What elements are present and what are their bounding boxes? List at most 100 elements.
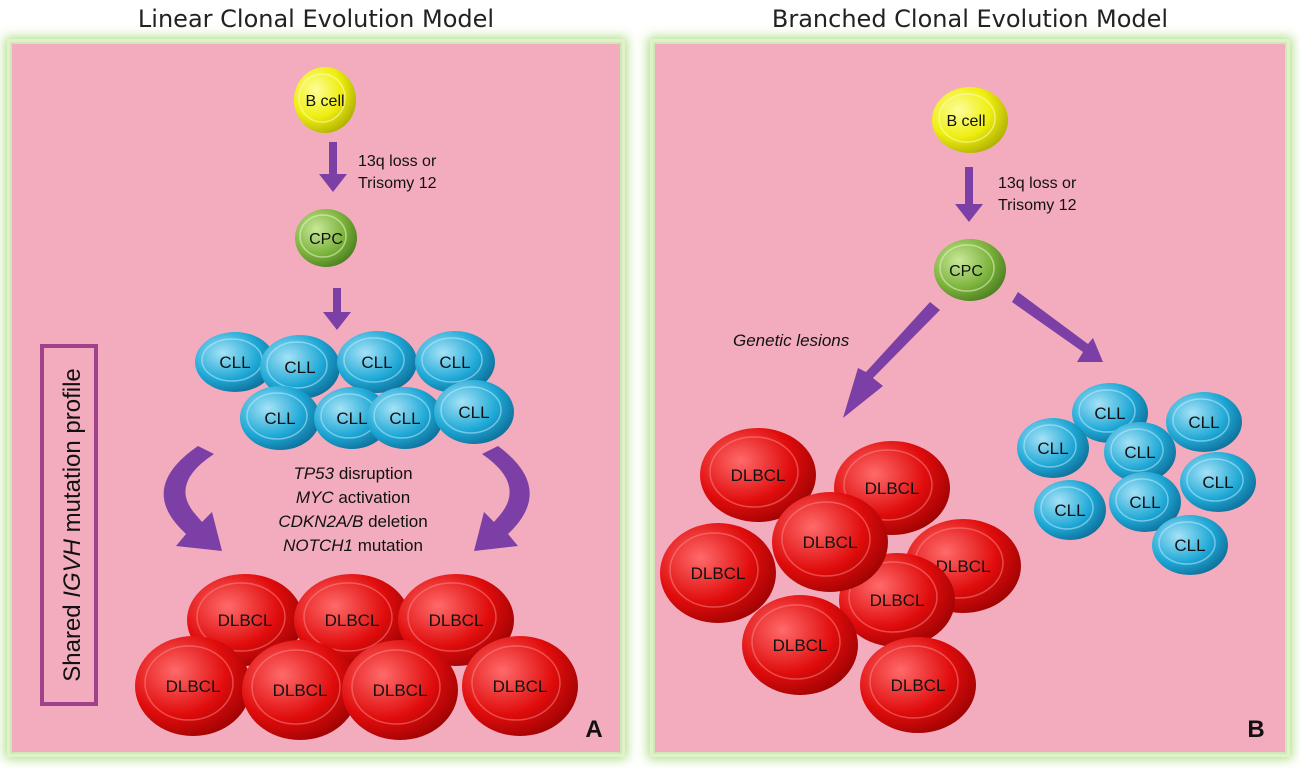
genetic-lesions-label: Genetic lesions — [733, 331, 850, 350]
step1-line2: Trisomy 12 — [998, 197, 1077, 214]
cll-cell: CLL — [1180, 452, 1256, 512]
dlbcl-cell: DLBCL — [772, 492, 888, 592]
cll-label: CLL — [361, 353, 392, 372]
cll-cell: CLL — [434, 380, 514, 444]
dlbcl-label: DLBCL — [691, 564, 746, 583]
panel-a-labels: 13q loss or Trisomy 12 TP53 disruption M… — [40, 153, 603, 743]
cll-label: CLL — [1124, 443, 1155, 462]
cll-cell: CLL — [260, 335, 340, 399]
cpc-label: CPC — [309, 231, 343, 248]
cll-cell: CLL — [1152, 515, 1228, 575]
svg-text:NOTCH1 mutation: NOTCH1 mutation — [283, 536, 423, 555]
dlbcl-label: DLBCL — [218, 611, 273, 630]
dlbcl-label: DLBCL — [870, 591, 925, 610]
dlbcl-cell: DLBCL — [398, 574, 514, 666]
dlbcl-label: DLBCL — [773, 636, 828, 655]
dlbcl-label: DLBCL — [803, 533, 858, 552]
cll-cell: CLL — [1017, 418, 1089, 478]
svg-text:MYC activation: MYC activation — [296, 488, 410, 507]
cll-cell: CLL — [415, 331, 495, 393]
cll-cell: CLL — [1104, 422, 1176, 482]
lesion-gene: NOTCH1 — [283, 536, 353, 555]
dlbcl-cell: DLBCL — [342, 640, 458, 740]
panel-letter-a: A — [585, 716, 602, 743]
panel-b-arrows — [843, 167, 1103, 418]
panel-a-title: Linear Clonal Evolution Model — [137, 5, 495, 33]
lesion-gene: TP53 — [293, 464, 334, 483]
curved-arrow-right — [474, 446, 530, 551]
arrow-cpc-to-cll — [1012, 292, 1103, 362]
dlbcl-cell: DLBCL — [242, 640, 358, 740]
panel-a-arrows — [163, 142, 530, 551]
panel-b-cells: B cell CPC DLBCL DLBCL DLBCL DLBCL DLBCL… — [660, 87, 1256, 733]
lesion-gene: MYC — [296, 488, 335, 507]
arrow-bcell-to-cpc — [319, 142, 347, 192]
dlbcl-label: DLBCL — [731, 466, 786, 485]
dlbcl-cell: DLBCL — [700, 428, 816, 522]
panel-b-labels: 13q loss or Trisomy 12 Genetic lesions B — [733, 175, 1265, 743]
cll-cell: CLL — [1109, 472, 1181, 532]
arrow-cpc-to-cll — [323, 288, 351, 330]
dlbcl-label: DLBCL — [325, 611, 380, 630]
cll-cell: CLL — [314, 387, 390, 449]
cll-label: CLL — [284, 358, 315, 377]
b-cell: B cell — [932, 87, 1008, 153]
cpc-cell: CPC — [295, 209, 357, 267]
shared-mutation-box — [40, 344, 98, 706]
cpc-label: CPC — [949, 263, 983, 280]
cll-label: CLL — [1174, 536, 1205, 555]
cll-label: CLL — [1037, 439, 1068, 458]
dlbcl-label: DLBCL — [891, 676, 946, 695]
cll-label: CLL — [336, 409, 367, 428]
dlbcl-label: DLBCL — [373, 681, 428, 700]
shared-mutation-label: Shared IGVH mutation profile — [59, 368, 86, 682]
dlbcl-label: DLBCL — [865, 479, 920, 498]
lesion-text: disruption — [334, 464, 412, 483]
dlbcl-label: DLBCL — [429, 611, 484, 630]
lesion-text: activation — [334, 488, 411, 507]
cll-label: CLL — [1054, 501, 1085, 520]
lesion-gene: CDKN2A/B — [278, 512, 363, 531]
cll-cell: CLL — [1166, 392, 1242, 452]
cll-label: CLL — [219, 353, 250, 372]
cll-cell: CLL — [240, 386, 320, 450]
lesion-text: deletion — [363, 512, 427, 531]
dlbcl-cell: DLBCL — [742, 595, 858, 695]
cll-cell: CLL — [1034, 480, 1106, 540]
dlbcl-label: DLBCL — [166, 677, 221, 696]
step1-line1: 13q loss or — [998, 175, 1077, 192]
arrow-bcell-to-cpc — [955, 167, 983, 222]
lesion-list: TP53 disruption MYC activation CDKN2A/B … — [278, 464, 427, 555]
svg-text:CDKN2A/B deletion: CDKN2A/B deletion — [278, 512, 427, 531]
b-cell: B cell — [294, 67, 356, 133]
cll-label: CLL — [1094, 404, 1125, 423]
dlbcl-label: DLBCL — [273, 681, 328, 700]
svg-text:TP53 disruption: TP53 disruption — [293, 464, 412, 483]
arrow-cpc-to-dlbcl — [843, 302, 940, 418]
b-cell-label: B cell — [946, 113, 985, 130]
cpc-cell: CPC — [934, 239, 1006, 301]
cll-label: CLL — [439, 353, 470, 372]
cll-label: CLL — [1188, 413, 1219, 432]
lesion-text: mutation — [353, 536, 423, 555]
step1-line1: 13q loss or — [358, 153, 437, 170]
curved-arrow-left — [163, 446, 222, 551]
dlbcl-cell: DLBCL — [660, 523, 776, 623]
cll-cell: CLL — [367, 387, 443, 449]
cll-label: CLL — [1202, 473, 1233, 492]
dlbcl-label: DLBCL — [936, 557, 991, 576]
dlbcl-label: DLBCL — [493, 677, 548, 696]
panel-a-cells: B cell CPC CLL CLL CLL CLL CLL CLL CLL C… — [135, 67, 578, 740]
cll-cell: CLL — [337, 331, 417, 393]
dlbcl-cell: DLBCL — [462, 636, 578, 736]
dlbcl-cell: DLBCL — [860, 637, 976, 733]
cll-label: CLL — [264, 409, 295, 428]
cll-label: CLL — [458, 403, 489, 422]
panel-b-title: Branched Clonal Evolution Model — [771, 5, 1169, 33]
dlbcl-cell: DLBCL — [135, 636, 251, 736]
cll-label: CLL — [389, 409, 420, 428]
panel-letter-b: B — [1247, 716, 1264, 743]
step1-line2: Trisomy 12 — [358, 175, 437, 192]
